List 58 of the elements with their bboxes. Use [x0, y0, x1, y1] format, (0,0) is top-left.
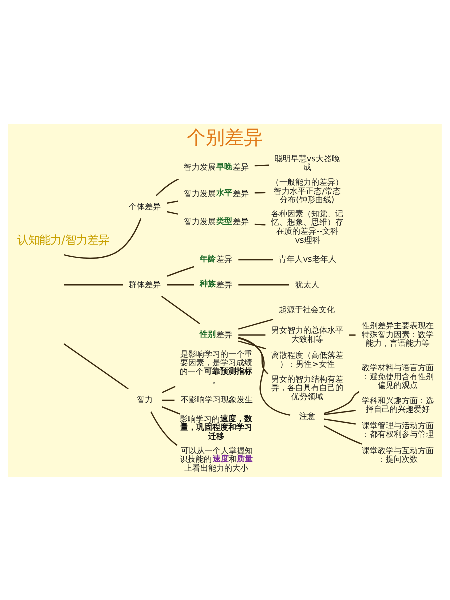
connector — [349, 334, 356, 336]
node-text: 性别差异 — [200, 328, 233, 339]
connector — [238, 336, 291, 416]
connector — [162, 386, 176, 393]
node-text: 影响学习的速度，数量，巩固程度和学习迁移 — [180, 412, 252, 441]
connector — [238, 258, 274, 260]
node-text: 性别差异主要表现在特殊智力因素：数学能力，言语能力等 — [362, 320, 434, 348]
node-text: （一般能力的差异）智力水平正态/常态分布(钟形曲线) — [272, 176, 344, 204]
diagram-title: 个别差异 — [187, 128, 263, 149]
node-text: 聪明早慧vs大器晚成 — [274, 152, 340, 172]
node-text: 智力发展早晚差异 — [184, 160, 249, 172]
node-text: 年龄差异 — [200, 253, 233, 264]
node-text: 是影响学习的一个重要因素，是学习成绩的一个可靠预测指标。 — [180, 348, 253, 385]
node-text: 智力发展类型差异 — [184, 215, 249, 226]
connector — [64, 284, 124, 286]
node-text: 起源于社会文化 — [279, 304, 336, 314]
connector — [238, 337, 269, 374]
label: 认知能力/智力差异 — [18, 234, 110, 247]
connector — [254, 164, 270, 166]
node-text: 学科和兴趣方面：选择自己的兴趣爱好 — [362, 394, 434, 414]
connector — [162, 406, 180, 414]
node-text: 个体差异 — [129, 201, 162, 212]
connector — [64, 343, 129, 390]
node-text: 青年人vs老年人 — [279, 254, 336, 264]
node-text: 犹太人 — [296, 278, 320, 289]
node-text: 智力 — [137, 394, 154, 404]
connector — [167, 266, 195, 276]
node-text: 男女智力的总体水平大致相等 — [272, 324, 344, 344]
node-text: 注意 — [299, 410, 316, 420]
node-text: 可以从一个人掌握知识技能的速度和质量上看出能力的大小 — [180, 444, 254, 472]
connector — [64, 218, 142, 259]
node-text: 离散程度（高低落差）：男性>女性 — [272, 350, 344, 368]
connector — [150, 411, 178, 446]
connector — [254, 223, 266, 226]
connector — [324, 390, 360, 414]
connector — [167, 210, 178, 214]
connector — [167, 284, 194, 286]
connector — [238, 284, 290, 286]
connector — [162, 296, 200, 324]
connector — [324, 425, 362, 444]
node-text: 不影响学习现象发生 — [180, 394, 253, 404]
connector — [167, 200, 178, 204]
node-text: 各种因素（知觉、记忆、想象、思维）存在质的差异--文科vs理科 — [272, 208, 344, 244]
node-text: 群体差异 — [129, 278, 162, 289]
connector — [324, 418, 356, 424]
connector — [238, 318, 274, 330]
connector — [324, 410, 356, 415]
node-text: 种族差异 — [200, 278, 233, 289]
node-text: 教学材料与语言方面：避免使用含有性别偏见的观点 — [362, 362, 434, 390]
node-text: 课堂教学与互动方面：提问次数 — [362, 444, 434, 464]
node-text: 智力发展水平差异 — [184, 187, 249, 198]
connector — [254, 192, 266, 194]
connector — [156, 178, 179, 196]
node-text: 男女的智力结构有差异，各自具有自己的优势领域 — [272, 373, 344, 402]
connector — [238, 334, 266, 336]
connector — [162, 399, 175, 401]
node-text: 课堂管理与活动方面：都有权利参与管理 — [362, 420, 434, 439]
connector — [238, 340, 267, 350]
